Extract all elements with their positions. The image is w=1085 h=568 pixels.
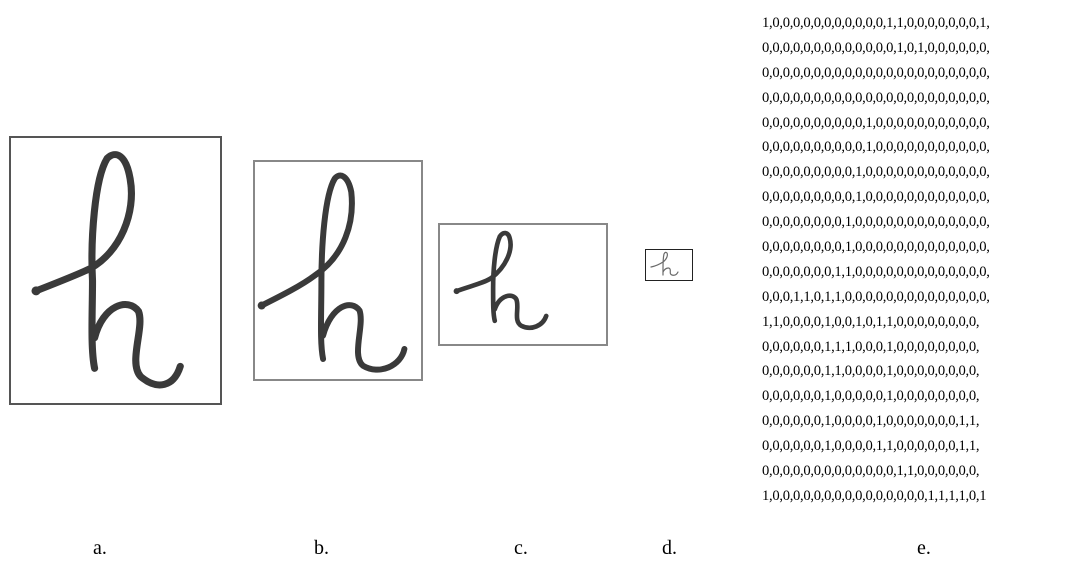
handwritten-h-glyph-d	[650, 251, 679, 276]
handwritten-h-image-a	[9, 136, 222, 405]
matrix-row: 0,0,0,0,0,0,0,0,0,0,0,0,0,1,0,1,0,0,0,0,…	[762, 39, 990, 56]
caption-e: e.	[917, 537, 931, 559]
matrix-row: 0,0,0,0,0,0,0,1,1,0,0,0,0,0,0,0,0,0,0,0,…	[762, 263, 990, 280]
matrix-row: 0,0,0,0,0,0,1,0,0,0,0,0,1,0,0,0,0,0,0,0,…	[762, 388, 980, 405]
matrix-row: 0,0,0,0,0,0,0,0,0,1,0,0,0,0,0,0,0,0,0,0,…	[762, 189, 990, 206]
caption-d: d.	[662, 537, 677, 559]
matrix-row: 1,0,0,0,0,0,0,0,0,0,0,0,0,0,0,0,1,1,1,1,…	[762, 487, 987, 504]
handwritten-h-glyph-b	[257, 172, 408, 373]
matrix-row: 0,0,0,0,0,0,0,0,0,0,0,0,0,1,1,0,0,0,0,0,…	[762, 463, 980, 480]
caption-a: a.	[93, 537, 107, 559]
matrix-row: 0,0,0,0,0,0,0,0,0,1,0,0,0,0,0,0,0,0,0,0,…	[762, 164, 990, 181]
caption-c: c.	[514, 537, 528, 559]
matrix-row: 0,0,0,0,0,0,1,1,0,0,0,0,1,0,0,0,0,0,0,0,…	[762, 363, 980, 380]
matrix-row: 0,0,0,0,0,0,1,0,0,0,0,1,1,0,0,0,0,0,0,1,…	[762, 438, 980, 455]
handwritten-h-image-d	[645, 249, 693, 281]
handwritten-h-glyph-a	[31, 151, 184, 389]
matrix-row: 0,0,0,0,0,0,1,1,1,0,0,0,1,0,0,0,0,0,0,0,…	[762, 338, 980, 355]
matrix-row: 0,0,0,0,0,0,0,0,1,0,0,0,0,0,0,0,0,0,0,0,…	[762, 214, 990, 231]
matrix-row: 0,0,0,0,0,0,0,0,0,0,1,0,0,0,0,0,0,0,0,0,…	[762, 114, 990, 131]
matrix-row: 1,0,0,0,0,0,0,0,0,0,0,0,1,1,0,0,0,0,0,0,…	[762, 15, 990, 31]
matrix-row: 0,0,0,0,0,0,0,0,0,0,1,0,0,0,0,0,0,0,0,0,…	[762, 139, 990, 156]
matrix-row: 0,0,0,0,0,0,0,0,1,0,0,0,0,0,0,0,0,0,0,0,…	[762, 239, 990, 256]
handwritten-h-image-b	[253, 160, 423, 381]
matrix-row: 1,1,0,0,0,0,1,0,0,1,0,1,1,0,0,0,0,0,0,0,…	[762, 313, 980, 330]
matrix-row: 0,0,0,0,0,0,1,0,0,0,0,1,0,0,0,0,0,0,0,1,…	[762, 413, 980, 430]
handwritten-h-image-c	[438, 223, 608, 346]
matrix-row: 0,0,0,0,0,0,0,0,0,0,0,0,0,0,0,0,0,0,0,0,…	[762, 89, 990, 106]
matrix-row: 0,0,0,1,1,0,1,1,0,0,0,0,0,0,0,0,0,0,0,0,…	[762, 288, 990, 305]
binary-matrix: 1,0,0,0,0,0,0,0,0,0,0,0,1,1,0,0,0,0,0,0,…	[762, 11, 1085, 509]
matrix-row: 0,0,0,0,0,0,0,0,0,0,0,0,0,0,0,0,0,0,0,0,…	[762, 64, 990, 81]
handwritten-h-glyph-c	[453, 230, 549, 331]
caption-b: b.	[314, 537, 329, 559]
